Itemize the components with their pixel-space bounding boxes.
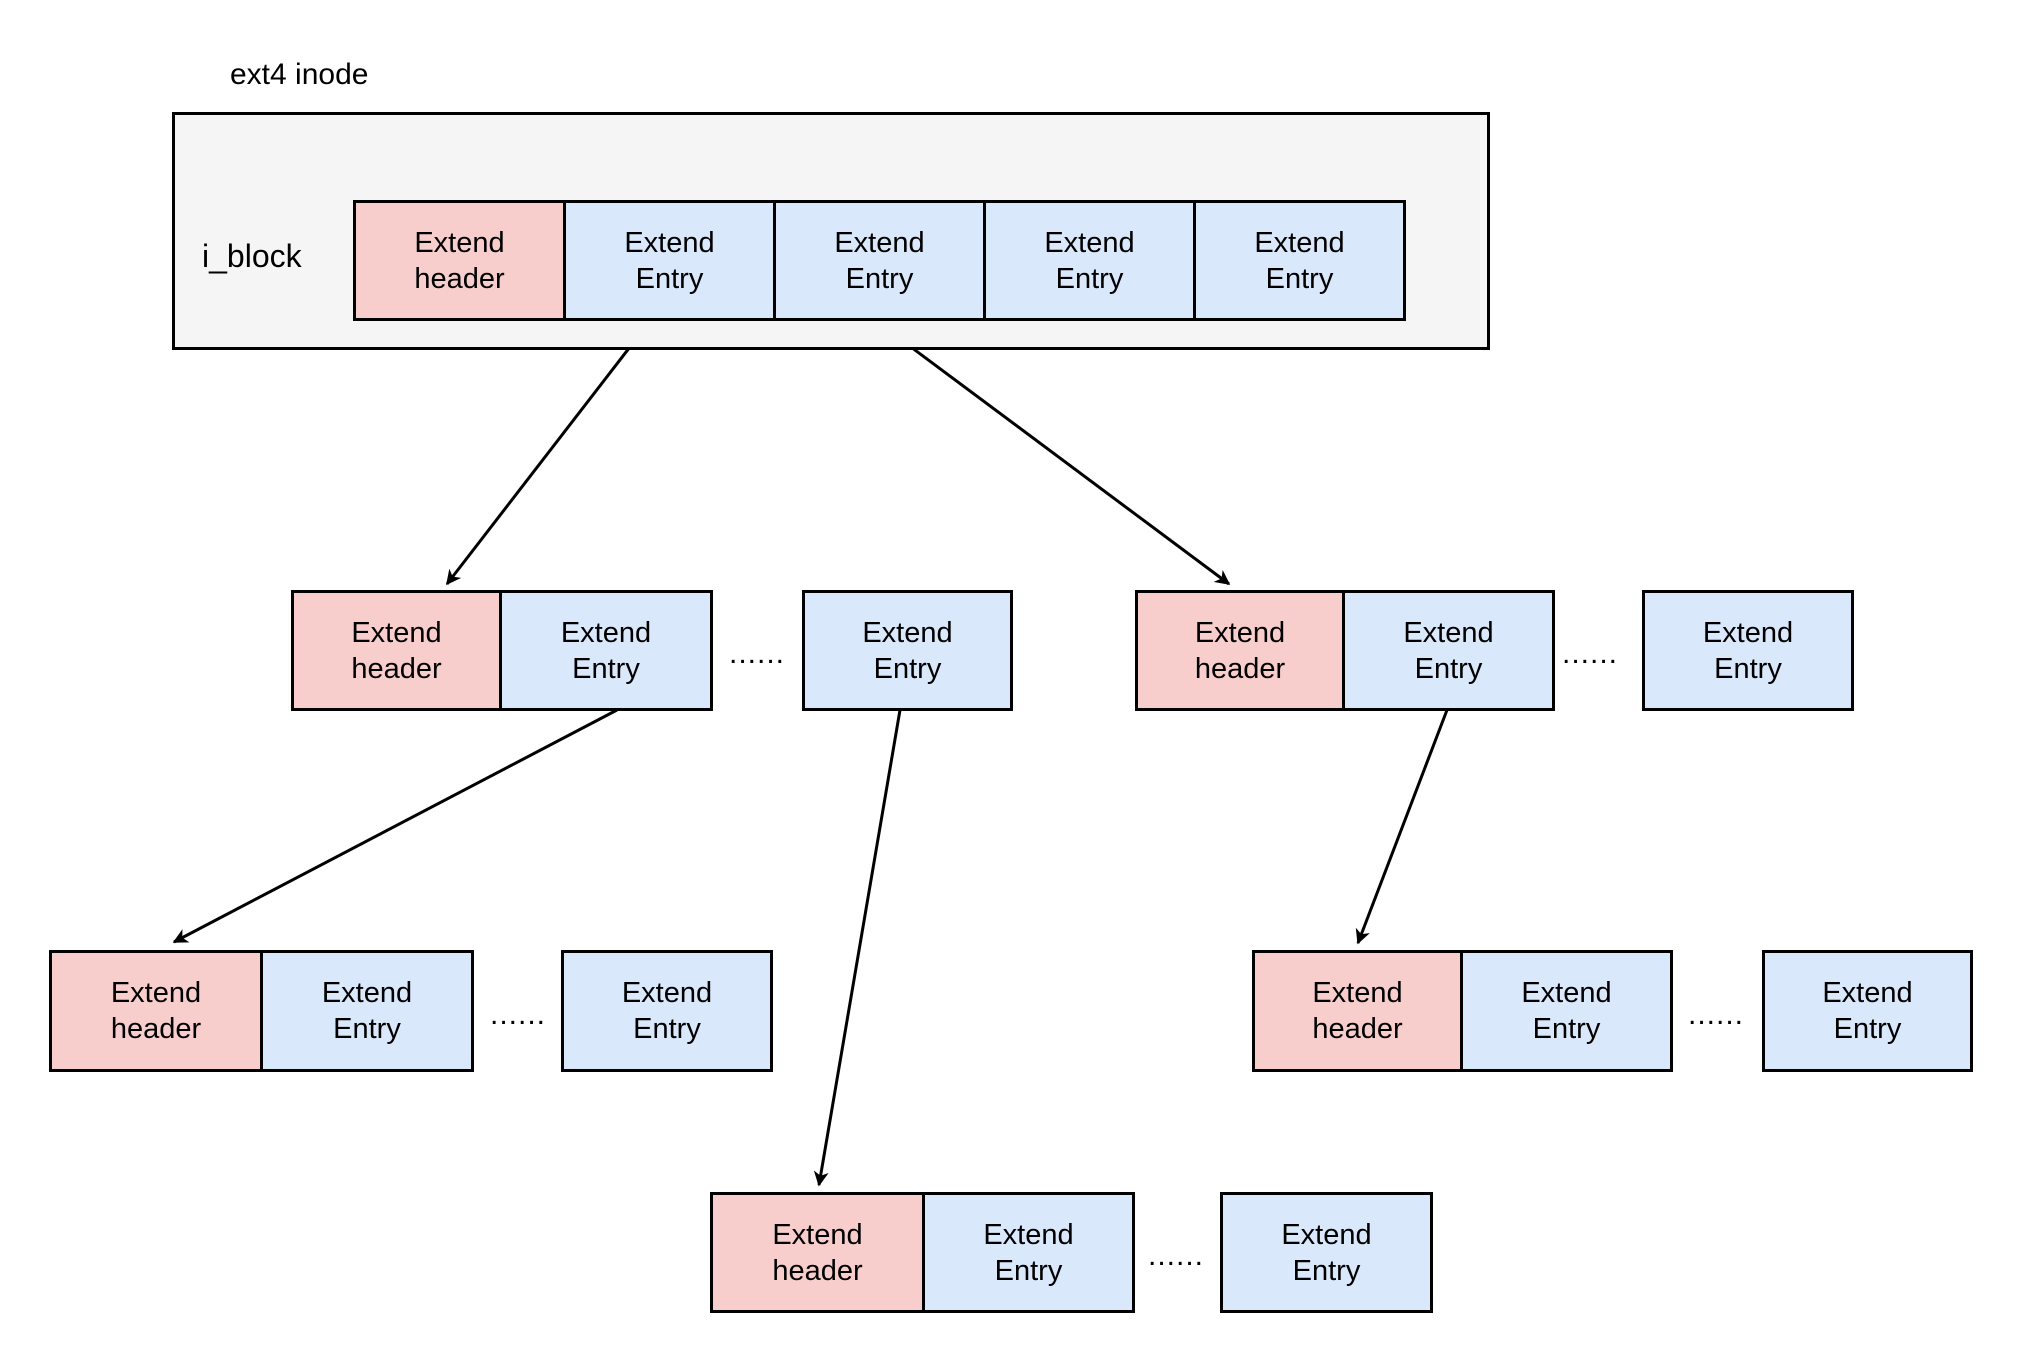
extent-entry-label: Extend Entry (1702, 616, 1794, 685)
extent-header-label: Extend header (1194, 616, 1286, 685)
extent-entry-label: Extend Entry (1822, 977, 1913, 1045)
extent-entry-label: Extend Entry (862, 616, 953, 685)
ellipsis-dots: ...... (1687, 998, 1744, 1031)
extent-header-label: Extend header (351, 616, 442, 685)
index-right-node: Extend header Extend Entry (1135, 590, 1555, 711)
extent-header-cell: Extend header (291, 590, 502, 711)
extent-entry-cell: Extend Entry (499, 590, 713, 711)
ext4-inode-title: ext4 inode (230, 58, 369, 91)
extent-entry-label: Extend Entry (1403, 616, 1494, 685)
arrow-inode-to-right-index (875, 319, 1231, 586)
extent-entry-label: Extend Entry (624, 226, 715, 295)
extent-header-cell: Extend header (710, 1192, 925, 1313)
extent-header-cell: Extend header (1252, 950, 1463, 1072)
extent-entry-cell: Extend Entry (802, 590, 1013, 711)
extent-entry-label: Extend Entry (1281, 1218, 1372, 1287)
extent-header-label: Extend header (414, 226, 505, 295)
index-left-node: Extend header Extend Entry (291, 590, 713, 711)
leaf-left-node: Extend header Extend Entry (49, 950, 474, 1072)
extent-entry-label: Extend Entry (560, 616, 652, 685)
extent-entry-label: Extend Entry (1521, 977, 1612, 1045)
extent-entry-label: Extend Entry (834, 226, 925, 295)
extent-entry-cell: Extend Entry (1342, 590, 1555, 711)
leaf-left-tail: Extend Entry (561, 950, 773, 1072)
extent-entry-cell: Extend Entry (922, 1192, 1135, 1313)
leaf-right-tail: Extend Entry (1762, 950, 1973, 1072)
extent-entry-cell: Extend Entry (1220, 1192, 1433, 1313)
extent-header-cell: Extend header (49, 950, 263, 1072)
ellipsis-dots: ...... (1561, 637, 1618, 670)
i-block-label: i_block (202, 238, 302, 274)
extent-entry-cell: Extend Entry (773, 200, 986, 321)
index-left-tail: Extend Entry (802, 590, 1013, 711)
arrow-right-index-to-right-leaf (1355, 709, 1449, 945)
extent-entry-cell: Extend Entry (561, 950, 773, 1072)
leaf-right-node: Extend header Extend Entry (1252, 950, 1673, 1072)
extent-entry-cell: Extend Entry (1762, 950, 1973, 1072)
extent-entry-cell: Extend Entry (1642, 590, 1854, 711)
ellipsis-dots: ...... (1147, 1239, 1204, 1272)
extent-entry-cell: Extend Entry (260, 950, 474, 1072)
extent-entry-label: Extend Entry (983, 1218, 1074, 1287)
extent-entry-label: Extend Entry (621, 977, 713, 1045)
extent-entry-cell: Extend Entry (983, 200, 1196, 321)
leaf-center-node: Extend header Extend Entry (710, 1192, 1135, 1313)
leaf-center-tail: Extend Entry (1220, 1192, 1433, 1313)
extent-entry-label: Extend Entry (1254, 226, 1345, 295)
index-right-tail: Extend Entry (1642, 590, 1854, 711)
ellipsis-dots: ...... (728, 637, 785, 670)
extent-entry-cell: Extend Entry (563, 200, 776, 321)
ellipsis-dots: ...... (489, 998, 546, 1031)
arrow-left-index-tail-to-center-leaf (813, 709, 902, 1187)
extent-header-label: Extend header (772, 1218, 863, 1287)
arrow-inode-to-left-index (445, 320, 652, 586)
extent-entry-cell: Extend Entry (1193, 200, 1406, 321)
extent-entry-label: Extend Entry (321, 977, 413, 1045)
extent-header-label: Extend header (110, 977, 202, 1045)
extent-header-cell: Extend header (353, 200, 566, 321)
inode-cell-row: Extend header Extend Entry Extend Entry … (353, 200, 1406, 321)
extent-header-label: Extend header (1312, 977, 1403, 1045)
extent-entry-label: Extend Entry (1044, 226, 1135, 295)
extent-entry-cell: Extend Entry (1460, 950, 1673, 1072)
arrow-left-index-to-left-leaf (172, 708, 618, 944)
extent-header-cell: Extend header (1135, 590, 1345, 711)
